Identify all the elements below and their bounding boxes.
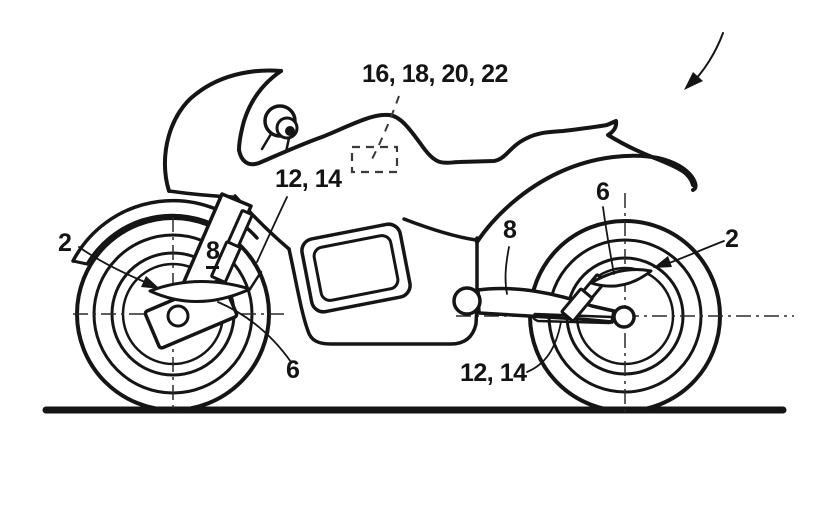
windscreen [162, 68, 283, 199]
figure-arrow [684, 32, 724, 90]
rear-axle [612, 305, 636, 329]
ref-label-rear-arm: 8 [503, 216, 517, 244]
mirror [260, 104, 299, 154]
leader-lines [78, 196, 725, 373]
front-shock-absorber [210, 209, 263, 291]
rear-shock-absorber [560, 273, 607, 323]
arrowhead-rear-wheel [653, 256, 672, 268]
leader-front-hub-lever [217, 301, 292, 363]
body-top-outline [237, 112, 695, 187]
engine-panel [300, 222, 412, 314]
ref-label-rear-suspension-pair: 12, 14 [460, 359, 527, 387]
leader-rear-suspension [526, 321, 562, 373]
rear-fender-outline [475, 153, 698, 244]
leader-rear-hub-lever [602, 206, 615, 275]
dashed-component-box [350, 145, 399, 174]
ref-label-assembly-box: 16, 18, 20, 22 [362, 60, 508, 88]
ref-label-front-arm: 8 [206, 239, 220, 269]
ref-label-front-hub-lever: 6 [286, 356, 300, 384]
ref-label-front-wheel: 2 [58, 229, 72, 257]
arrowhead-front-wheel [141, 276, 160, 289]
ref-label-front-suspension-pair: 12, 14 [275, 165, 342, 193]
ref-label-rear-hub-lever: 6 [596, 178, 610, 206]
front-axle [166, 304, 190, 328]
ref-label-rear-wheel: 2 [725, 225, 739, 253]
front-hub-lever [148, 279, 252, 303]
swingarm-pivot [452, 286, 482, 316]
leader-rear-arm [504, 246, 510, 295]
dashed-leader-line [370, 95, 400, 162]
leader-front-suspension [256, 196, 288, 263]
rear-hub-lever [589, 268, 653, 288]
